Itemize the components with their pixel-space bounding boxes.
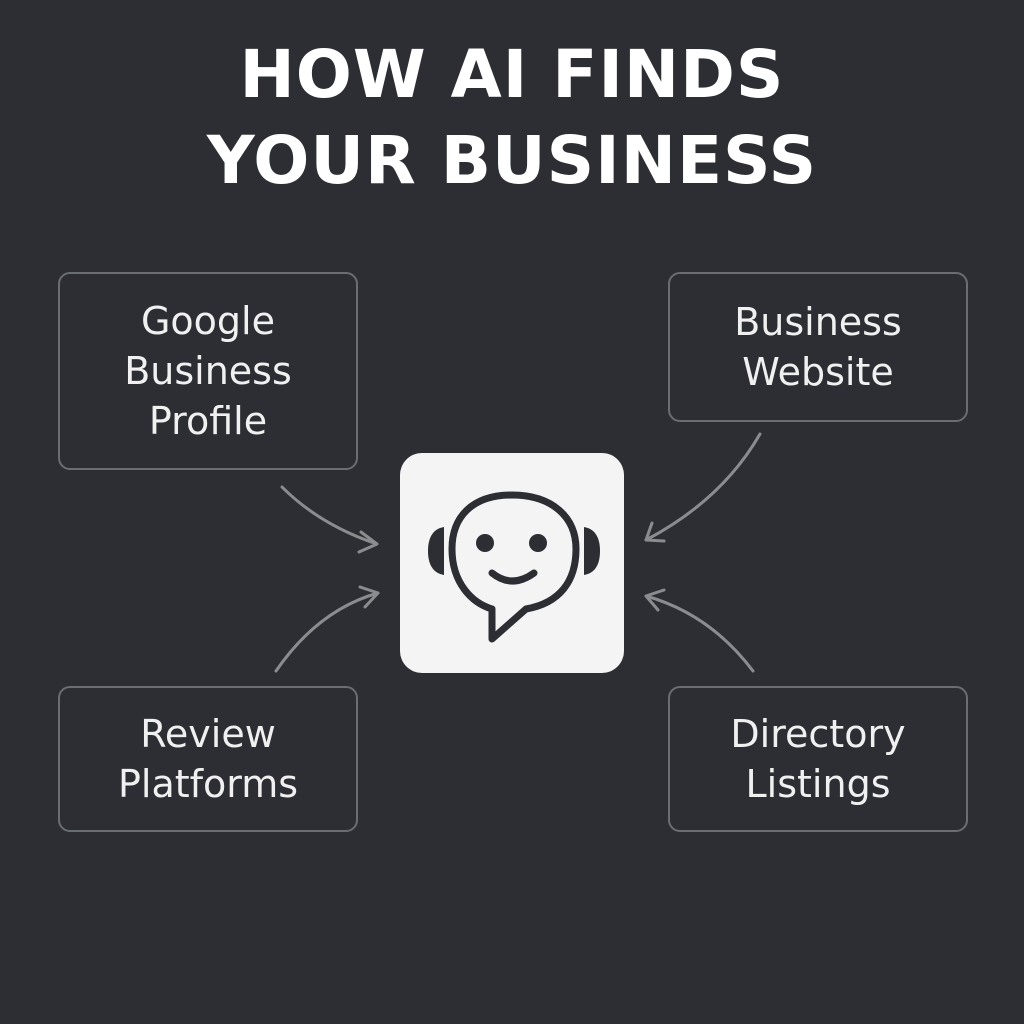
ai-assistant-tile [400,453,624,673]
source-label-line: Listings [745,762,891,806]
chatbot-headset-icon [428,491,600,643]
source-business-website: Business Website [668,272,968,422]
page-title: HOW AI FINDS YOUR BUSINESS [0,32,1024,204]
source-google-business-profile: Google Business Profile [58,272,358,470]
source-label-line: Profile [148,399,268,443]
source-label-line: Review [140,712,276,756]
title-line-2: YOUR BUSINESS [206,122,818,199]
source-label-line: Business [124,349,292,393]
source-label-line: Google [140,299,275,343]
source-label-line: Directory [730,712,906,756]
arrow-google-to-ai [280,485,379,554]
source-directory-listings: Directory Listings [668,686,968,832]
arrow-review-to-ai [274,585,380,673]
arrow-directory-to-ai [644,588,755,673]
arrow-website-to-ai [644,432,762,543]
source-review-platforms: Review Platforms [58,686,358,832]
source-label-line: Platforms [117,762,299,806]
title-line-1: HOW AI FINDS [239,36,785,113]
source-label-line: Website [742,350,894,394]
source-label-line: Business [734,300,902,344]
